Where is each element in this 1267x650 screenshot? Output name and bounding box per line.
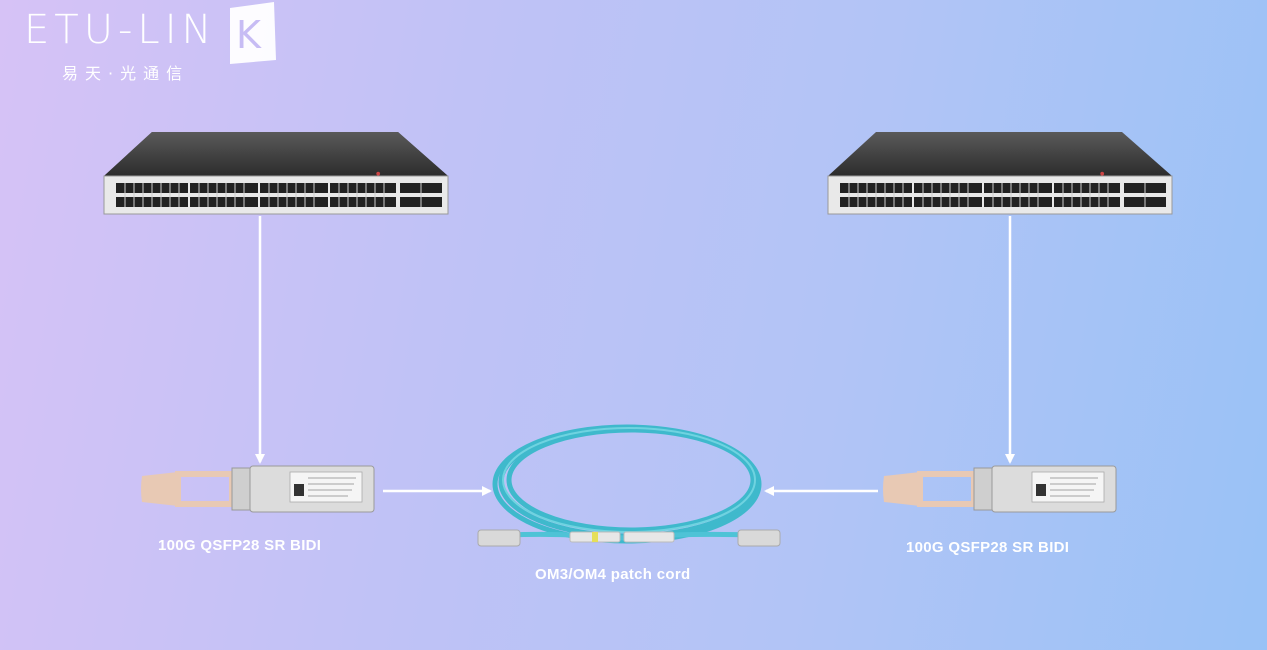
etu-link-logo: ETU-LIN K 易天·光通信	[22, 2, 276, 84]
qsfp28-transceiver-right	[883, 465, 1117, 513]
network-switch-right: ●	[827, 132, 1173, 215]
left-module-label: 100G QSFP28 SR BIDI	[158, 537, 322, 554]
logo-k-badge: K	[230, 2, 276, 64]
right-module-label: 100G QSFP28 SR BIDI	[906, 539, 1070, 556]
patch-cord-label: OM3/OM4 patch cord	[535, 566, 691, 583]
om3-om4-patch-cord	[477, 424, 781, 547]
network-switch-left: ●	[103, 132, 449, 215]
qsfp28-transceiver-left	[141, 465, 375, 513]
svg-text:●: ●	[1100, 171, 1105, 177]
logo-subtitle: 易天·光通信	[62, 64, 190, 83]
logo-k-letter: K	[236, 13, 262, 57]
svg-text:●: ●	[376, 171, 381, 177]
logo-brand-text: ETU-LIN	[24, 7, 217, 53]
